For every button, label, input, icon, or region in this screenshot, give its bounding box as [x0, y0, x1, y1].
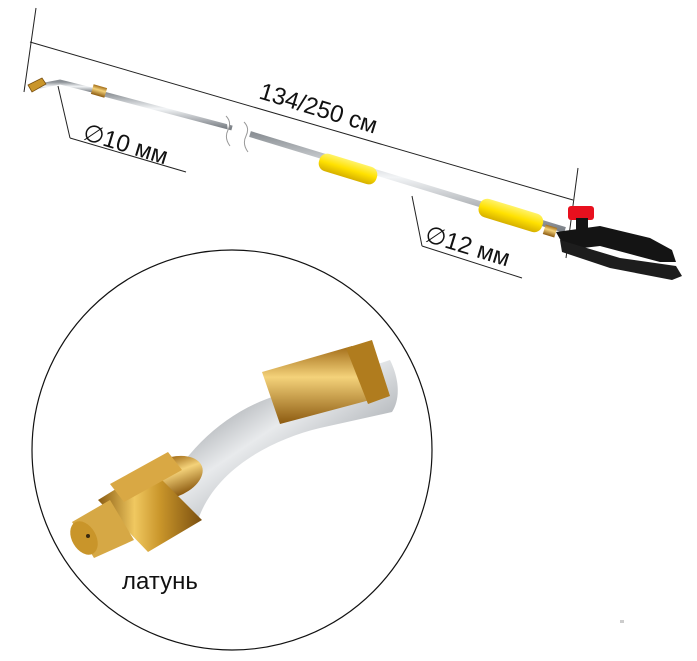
trigger-handle: [556, 206, 682, 280]
yellow-grip-2: [478, 198, 544, 233]
leader-10mm: [57, 85, 187, 173]
brass-nozzle: [70, 340, 398, 558]
leader-12mm: [411, 195, 523, 279]
spray-lance: [27, 77, 566, 238]
material-label: латунь: [122, 568, 198, 595]
yellow-grip-1: [318, 153, 378, 185]
